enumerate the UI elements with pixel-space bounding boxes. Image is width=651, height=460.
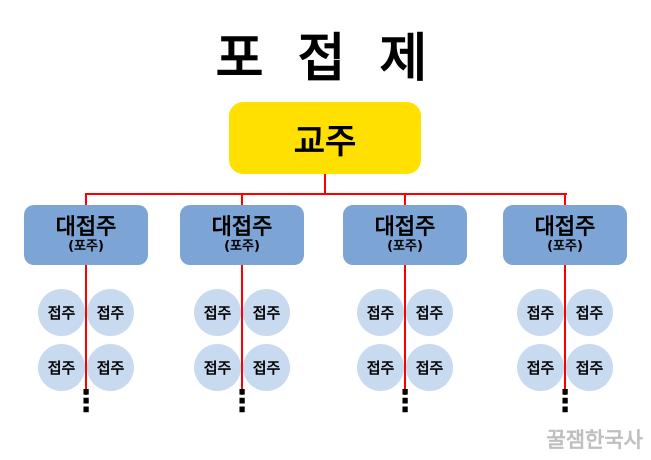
branch-sublabel: (포주) <box>224 238 260 254</box>
branch-node: 대접주 (포주) <box>180 205 304 265</box>
connector-branch-stem <box>85 193 87 207</box>
branch-label: 대접주 <box>534 214 596 240</box>
leaf-node: 접주 <box>357 289 404 336</box>
leaf-node: 접주 <box>194 344 241 391</box>
branch-column: 대접주 (포주) 접주 접주 접주 접주 ⋮ <box>340 205 470 440</box>
continuation-ellipsis: ⋮ <box>227 384 257 419</box>
leaf-node: 접주 <box>243 344 290 391</box>
leaf-node: 접주 <box>87 289 134 336</box>
branch-column: 대접주 (포주) 접주 접주 접주 접주 ⋮ <box>500 205 630 440</box>
leaf-node: 접주 <box>406 344 453 391</box>
page-title: 포 접 제 <box>215 29 436 89</box>
branch-node: 대접주 (포주) <box>343 205 467 265</box>
connector-down-line <box>85 261 87 395</box>
connector-branch-stem <box>404 193 406 207</box>
connector-down-line <box>404 261 406 395</box>
connector-down-line <box>241 261 243 395</box>
branch-label: 대접주 <box>374 214 436 240</box>
connector-horizontal <box>85 193 567 195</box>
continuation-ellipsis: ⋮ <box>550 384 580 419</box>
leaf-node: 접주 <box>566 289 613 336</box>
leaf-node: 접주 <box>566 344 613 391</box>
leaf-node: 접주 <box>87 344 134 391</box>
leaf-group: 접주 접주 접주 접주 <box>515 289 615 391</box>
branch-column: 대접주 (포주) 접주 접주 접주 접주 ⋮ <box>177 205 307 440</box>
branch-label: 대접주 <box>55 214 117 240</box>
continuation-ellipsis: ⋮ <box>390 384 420 419</box>
branch-column: 대접주 (포주) 접주 접주 접주 접주 ⋮ <box>21 205 151 440</box>
branch-node: 대접주 (포주) <box>503 205 627 265</box>
watermark: 꿀잼한국사 <box>546 428 643 452</box>
branch-node: 대접주 (포주) <box>24 205 148 265</box>
root-node-label: 교주 <box>293 121 357 162</box>
branch-sublabel: (포주) <box>547 238 583 254</box>
leaf-node: 접주 <box>243 289 290 336</box>
leaf-node: 접주 <box>38 344 85 391</box>
leaf-node: 접주 <box>517 289 564 336</box>
branch-sublabel: (포주) <box>68 238 104 254</box>
branch-label: 대접주 <box>211 214 273 240</box>
leaf-group: 접주 접주 접주 접주 <box>192 289 292 391</box>
leaf-group: 접주 접주 접주 접주 <box>355 289 455 391</box>
leaf-node: 접주 <box>357 344 404 391</box>
connector-branch-stem <box>241 193 243 207</box>
branch-sublabel: (포주) <box>387 238 423 254</box>
leaf-node: 접주 <box>194 289 241 336</box>
connector-down-line <box>564 261 566 395</box>
leaf-node: 접주 <box>406 289 453 336</box>
leaf-node: 접주 <box>38 289 85 336</box>
leaf-node: 접주 <box>517 344 564 391</box>
root-node: 교주 <box>229 102 421 174</box>
connector-root-stem <box>324 174 326 195</box>
connector-branch-stem <box>564 193 566 207</box>
leaf-group: 접주 접주 접주 접주 <box>36 289 136 391</box>
continuation-ellipsis: ⋮ <box>71 384 101 419</box>
